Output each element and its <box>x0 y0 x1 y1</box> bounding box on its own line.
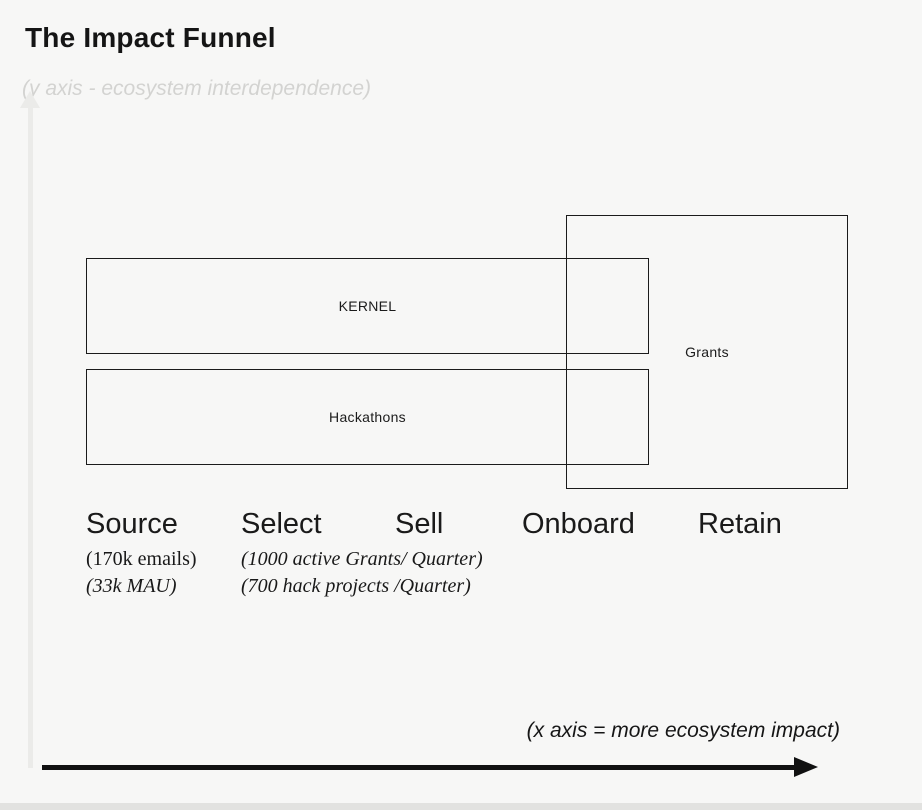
y-axis-label: (y axis - ecosystem interdependence) <box>22 77 371 100</box>
y-axis-line <box>28 106 33 768</box>
kernel-box: KERNEL <box>86 258 649 354</box>
note-select-projects: (700 hack projects /Quarter) <box>241 575 471 597</box>
note-select-grants: (1000 active Grants/ Quarter) <box>241 548 483 570</box>
note-source-emails: (170k emails) <box>86 548 197 570</box>
grants-box: Grants <box>566 215 848 489</box>
x-axis-label: (x axis = more ecosystem impact) <box>526 719 840 742</box>
stage-label-retain: Retain <box>698 508 782 540</box>
stage-label-onboard: Onboard <box>522 508 635 540</box>
x-axis-line <box>42 765 796 770</box>
bottom-edge-strip <box>0 803 922 810</box>
x-axis-arrow-icon <box>794 757 818 777</box>
y-axis-arrow-icon <box>20 91 40 108</box>
hackathons-box: Hackathons <box>86 369 649 465</box>
stage-label-source: Source <box>86 508 178 540</box>
note-source-mau: (33k MAU) <box>86 575 177 597</box>
stage-label-select: Select <box>241 508 322 540</box>
kernel-box-label: KERNEL <box>338 298 397 314</box>
stage-label-sell: Sell <box>395 508 444 540</box>
grants-box-label: Grants <box>685 344 729 360</box>
page-title: The Impact Funnel <box>25 22 276 53</box>
hackathons-box-label: Hackathons <box>329 409 406 425</box>
